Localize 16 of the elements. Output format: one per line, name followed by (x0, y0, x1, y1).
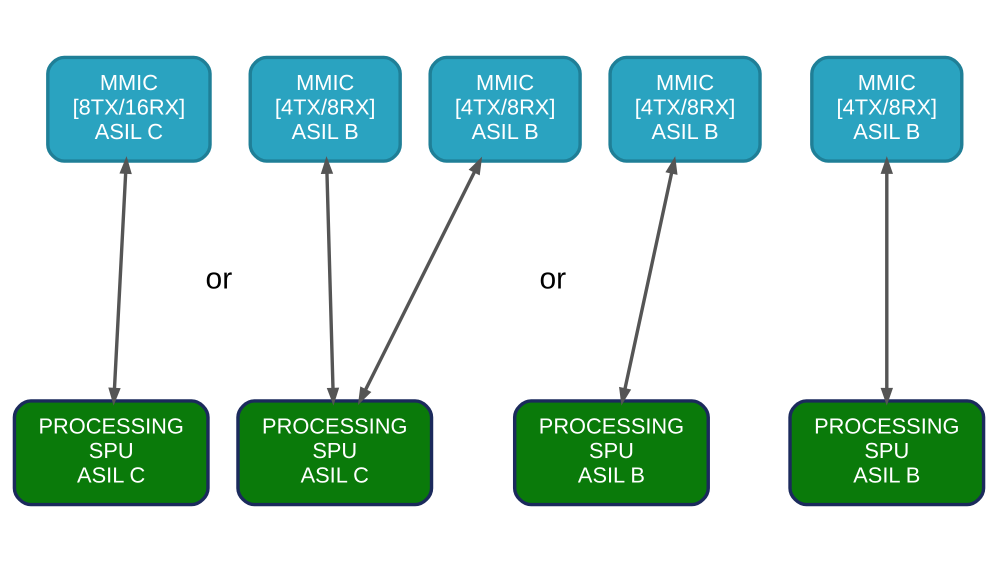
label: or (206, 262, 232, 296)
arrow (619, 156, 678, 406)
node-box: MMIC [4TX/8RX] ASIL B (810, 56, 964, 163)
node-box: PROCESSING SPU ASIL C (12, 399, 210, 506)
arrow (358, 156, 482, 406)
node-box: MMIC [8TX/16RX] ASIL C (46, 56, 212, 163)
node-box: MMIC [4TX/8RX] ASIL B (428, 56, 582, 163)
label: or (540, 262, 566, 296)
node-box: MMIC [4TX/8RX] ASIL B (248, 56, 402, 163)
node-box: MMIC [4TX/8RX] ASIL B (608, 56, 762, 163)
node-box: PROCESSING SPU ASIL B (788, 399, 986, 506)
arrow (320, 156, 340, 406)
arrow (880, 156, 894, 406)
arrow (108, 156, 132, 406)
node-box: PROCESSING SPU ASIL B (512, 399, 710, 506)
node-box: PROCESSING SPU ASIL C (236, 399, 434, 506)
